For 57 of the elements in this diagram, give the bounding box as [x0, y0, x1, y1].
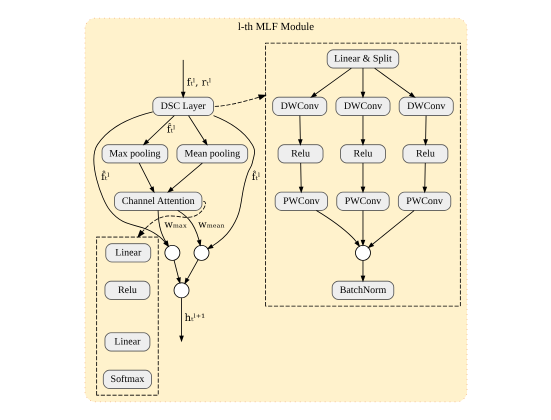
- arrow: [422, 115, 428, 146]
- node-circle: [173, 282, 189, 298]
- node-circle: [354, 244, 370, 261]
- node-box: Linear: [104, 332, 150, 352]
- arrow: [360, 210, 365, 247]
- cluster: [264, 42, 460, 307]
- arrow: [360, 68, 365, 98]
- arrow: [188, 115, 208, 146]
- arrow: [360, 260, 365, 282]
- node-box: Mean pooling: [176, 144, 248, 164]
- node-box: PWConv: [336, 192, 390, 211]
- node-box: Max pooling: [101, 144, 168, 164]
- arrow: [360, 162, 365, 194]
- edge-label: f̂ₜˡ: [100, 172, 110, 184]
- edge-label: f̂ₜˡ: [251, 172, 260, 184]
- edge-label: hₜˡ⁺¹: [184, 312, 205, 324]
- arrow: [214, 94, 266, 107]
- node-box: Linear & Split: [326, 49, 399, 68]
- arrow: [298, 162, 303, 194]
- arrow: [206, 115, 254, 250]
- node-box: Channel Attention: [114, 192, 202, 211]
- node-box: Relu: [277, 144, 323, 164]
- node-box: DWConv: [398, 96, 454, 116]
- node-box: PWConv: [397, 192, 451, 211]
- arrow: [173, 260, 180, 284]
- node-box: Softmax: [102, 370, 152, 389]
- arrow: [138, 162, 154, 194]
- node-box: Relu: [340, 144, 386, 164]
- arrow: [315, 210, 360, 248]
- node-box: DWConv: [335, 96, 390, 116]
- arrow: [178, 298, 184, 342]
- edge-label: f̂ₜˡ: [166, 124, 175, 136]
- edge-label: wₘₑₐₙ: [198, 220, 224, 231]
- arrow: [367, 210, 414, 248]
- arrow: [136, 200, 206, 238]
- arrow: [360, 115, 365, 146]
- node-box: DWConv: [272, 96, 327, 116]
- arrow: [166, 162, 202, 193]
- arrow: [297, 115, 302, 146]
- node-circle: [164, 244, 180, 261]
- cluster: [96, 236, 158, 396]
- edge-label: wₘₐₓ: [164, 220, 187, 231]
- arrow: [374, 68, 416, 98]
- node-circle: [193, 244, 209, 261]
- arrow: [180, 60, 186, 98]
- edge-label: fₜˡ, rₜˡ: [186, 77, 211, 88]
- node-box: Linear: [104, 243, 151, 262]
- arrow: [310, 68, 352, 98]
- arrow: [422, 162, 427, 194]
- node-box: DSC Layer: [152, 96, 214, 116]
- node-box: BatchNorm: [331, 280, 394, 300]
- node-box: Relu: [402, 144, 448, 164]
- node-box: PWConv: [274, 192, 328, 211]
- arrow: [184, 259, 198, 285]
- node-box: Relu: [104, 280, 150, 300]
- arrow: [142, 115, 174, 146]
- arrow: [176, 210, 201, 247]
